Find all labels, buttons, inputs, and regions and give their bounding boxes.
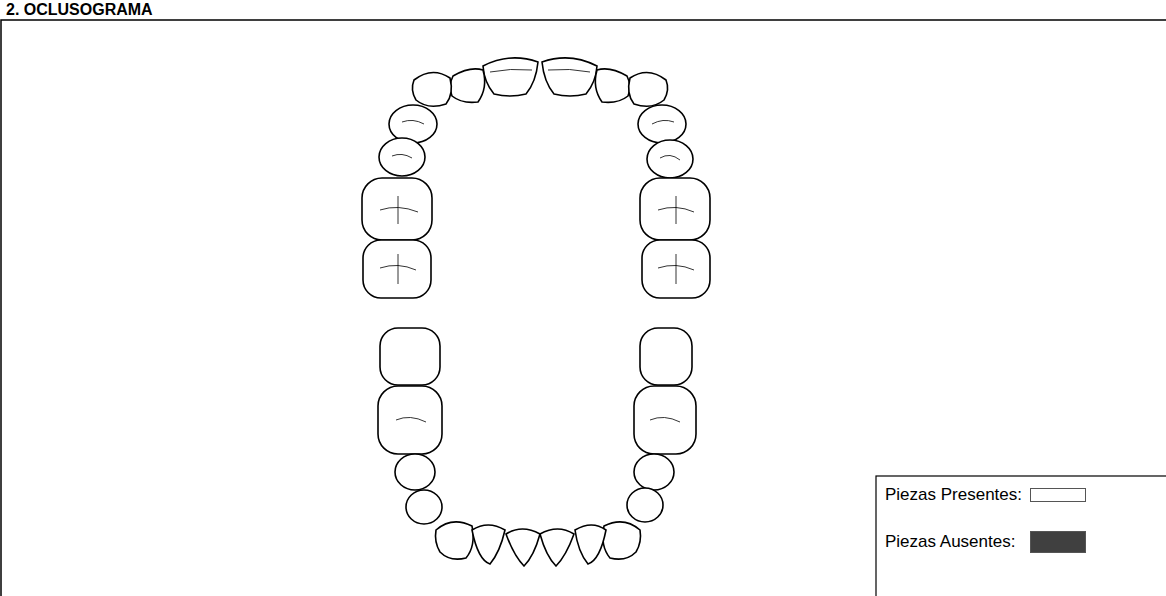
legend-box [876, 476, 1166, 596]
legend-row: Piezas Ausentes: [885, 531, 1086, 553]
legend-swatch [1030, 488, 1086, 502]
tooth-details [380, 69, 694, 422]
legend-row: Piezas Presentes: [885, 485, 1086, 505]
legend-swatch [1030, 531, 1086, 553]
legend: Piezas Presentes: Piezas Ausentes: [877, 477, 1166, 596]
legend-label: Piezas Presentes: [885, 485, 1022, 505]
teeth [362, 58, 710, 566]
legend-label: Piezas Ausentes: [885, 532, 1015, 552]
section-title: 2. OCLUSOGRAMA [6, 1, 153, 19]
